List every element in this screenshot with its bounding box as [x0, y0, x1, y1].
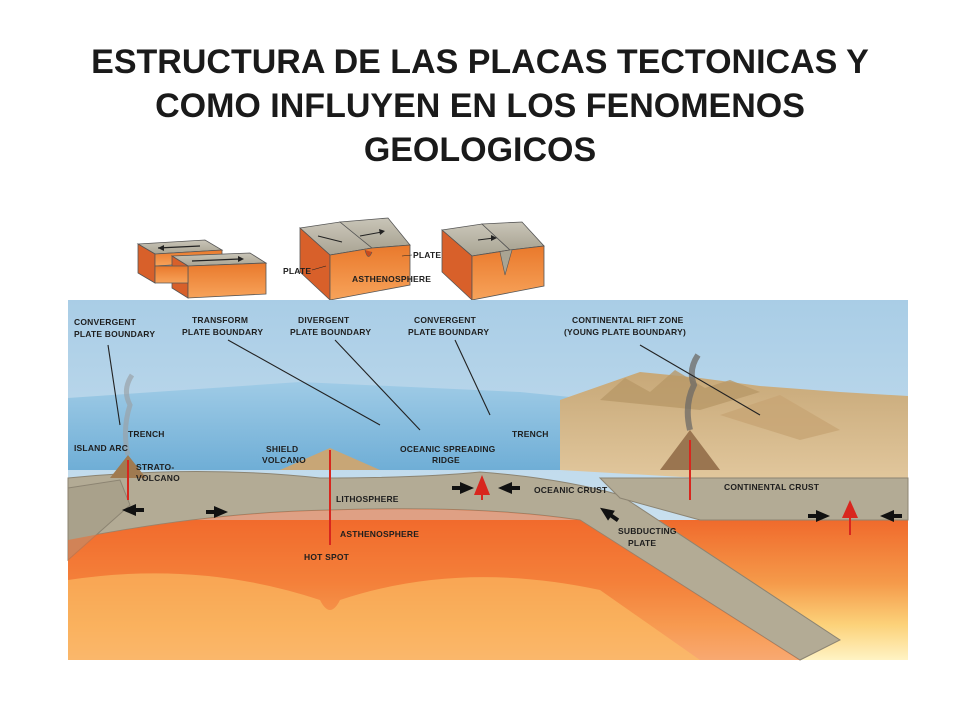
label-shield-2: VOLCANO [262, 455, 306, 465]
inset-convergent-block [441, 221, 545, 301]
label-shield-1: SHIELD [266, 444, 298, 454]
label-hot-spot: HOT SPOT [304, 552, 350, 562]
label-transform-1: TRANSFORM [192, 315, 248, 325]
label-convergent-right-2: PLATE BOUNDARY [408, 327, 489, 337]
label-convergent-left-2: PLATE BOUNDARY [74, 329, 155, 339]
title-line-3: GEOLOGICOS [363, 131, 597, 169]
label-subducting-1: SUBDUCTING [618, 526, 677, 536]
label-convergent-left-1: CONVERGENT [74, 317, 137, 327]
motion-arrows [122, 482, 902, 522]
label-strato-2: VOLCANO [136, 473, 180, 483]
inset-divergent-block: PLATE PLATE ASTHENOSPHERE [283, 217, 441, 301]
label-trench-left: TRENCH [128, 429, 165, 439]
label-transform-2: PLATE BOUNDARY [182, 327, 263, 337]
label-divergent-1: DIVERGENT [298, 315, 350, 325]
title-line-2: COMO INFLUYEN EN LOS FENOMENOS [155, 87, 805, 125]
label-rift-2: (YOUNG PLATE BOUNDARY) [564, 327, 686, 337]
inset-label-plate-left: PLATE [283, 266, 311, 276]
arrow-icon [157, 245, 201, 249]
label-divergent-2: PLATE BOUNDARY [290, 327, 371, 337]
label-asthenosphere: ASTHENOSPHERE [340, 529, 419, 539]
label-convergent-right-1: CONVERGENT [414, 315, 477, 325]
label-continental-crust: CONTINENTAL CRUST [724, 482, 820, 492]
label-island-arc: ISLAND ARC [74, 443, 128, 453]
label-rift-1: CONTINENTAL RIFT ZONE [572, 315, 684, 325]
inset-label-asthenosphere: ASTHENOSPHERE [352, 274, 431, 284]
label-oceanic-crust: OCEANIC CRUST [534, 485, 608, 495]
ocean-surface [68, 382, 600, 470]
label-trench-right: TRENCH [512, 429, 549, 439]
inset-transform-block [136, 239, 268, 299]
label-strato-1: STRATO- [136, 462, 174, 472]
cross-section: CONVERGENT PLATE BOUNDARY TRANSFORM PLAT… [67, 300, 909, 661]
title-line-1: ESTRUCTURA DE LAS PLACAS TECTONICAS Y [91, 43, 869, 81]
label-ridge-1: OCEANIC SPREADING [400, 444, 496, 454]
leader-lines [107, 339, 761, 431]
label-lithosphere: LITHOSPHERE [336, 494, 399, 504]
slide-title: ESTRUCTURA DE LAS PLACAS TECTONICAS Y CO… [60, 40, 900, 172]
inset-label-plate-right: PLATE [413, 250, 441, 260]
label-subducting-2: PLATE [628, 538, 656, 548]
label-ridge-2: RIDGE [432, 455, 460, 465]
